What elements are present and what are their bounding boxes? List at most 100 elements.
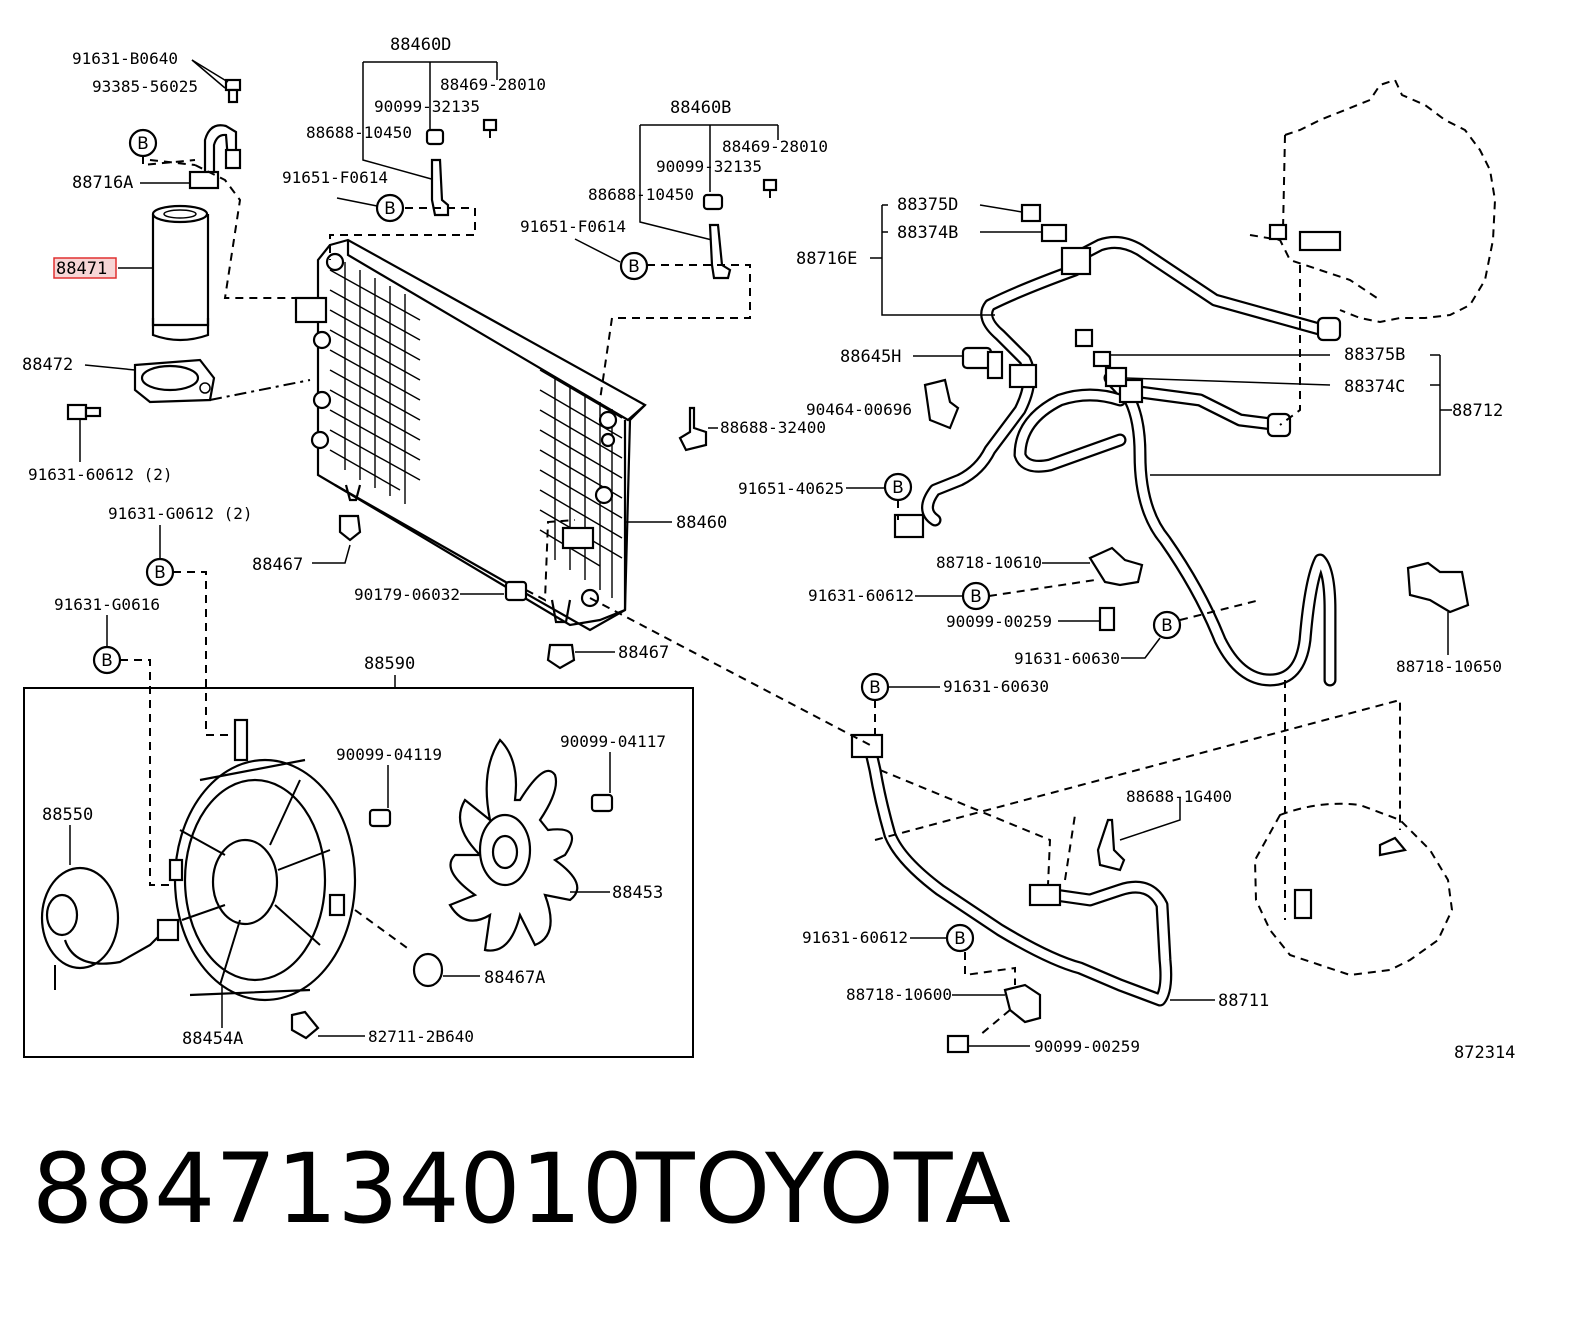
clip-88688-32400[interactable] <box>678 406 708 452</box>
connector-clip-icon <box>290 1010 320 1040</box>
compressor-outline <box>1249 78 1497 426</box>
discharge-hose-88711[interactable] <box>850 733 1173 1007</box>
part-label: 88550 <box>42 805 93 825</box>
fan-motor-88550[interactable] <box>40 866 180 990</box>
callout-b: B <box>619 251 649 281</box>
part-label: 88374B <box>897 223 958 243</box>
part-label: 90179-06032 <box>354 585 460 604</box>
part-label: 90099-00259 <box>1034 1037 1140 1056</box>
part-label: 91651-F0614 <box>282 168 388 187</box>
part-label: 88453 <box>612 883 663 903</box>
receiver-holder[interactable] <box>133 358 216 404</box>
part-label: 88716E <box>796 249 857 269</box>
part-label: 93385-56025 <box>92 77 198 96</box>
pressure-switch-88645h[interactable] <box>961 346 1004 380</box>
receiver-dryer-group <box>66 59 311 462</box>
part-label: 88460B <box>670 98 731 118</box>
part-label: 88374C <box>1344 377 1405 397</box>
callout-b: B <box>92 645 122 675</box>
part-label: 88718-10610 <box>936 553 1042 572</box>
fan-blade-88453[interactable] <box>448 738 579 952</box>
part-label: 88454A <box>182 1029 243 1049</box>
bolt-icon <box>368 808 392 828</box>
callout-b: B <box>1152 610 1182 640</box>
part-label: 88718-10600 <box>846 985 952 1004</box>
svg-text:B: B <box>137 134 149 154</box>
part-label: 88718-10650 <box>1396 657 1502 676</box>
bracket-group-88460b <box>599 124 779 401</box>
clamp-icon <box>923 378 960 430</box>
part-label: 90464-00696 <box>806 400 912 419</box>
part-label: 91631-60612 <box>808 586 914 605</box>
part-label: 88469-28010 <box>722 137 828 156</box>
bolt-icon <box>224 78 242 104</box>
bolt-icon <box>1098 606 1116 632</box>
part-label: 82711-2B640 <box>368 1027 474 1046</box>
ac-suction-hose-88712[interactable] <box>893 235 1342 687</box>
part-label: 88716A <box>72 173 133 193</box>
part-label: 91631-G0616 <box>54 595 160 614</box>
callout-b: B <box>961 581 991 611</box>
part-label: 88712 <box>1452 401 1503 421</box>
svg-text:B: B <box>384 199 396 219</box>
svg-text:B: B <box>954 929 966 949</box>
part-label: 90099-32135 <box>656 157 762 176</box>
svg-text:B: B <box>1161 616 1173 636</box>
part-label: 88688-1G400 <box>1126 787 1232 806</box>
callout-b: B <box>883 472 913 502</box>
part-label: 88711 <box>1218 991 1269 1011</box>
clamp-icon <box>1088 546 1144 587</box>
bracket-group-88460d <box>329 61 498 260</box>
callout-b: B <box>945 923 975 953</box>
svg-text:B: B <box>892 478 904 498</box>
cushion-icon <box>546 643 576 670</box>
svg-text:B: B <box>628 257 640 277</box>
part-label: 91651-40625 <box>738 479 844 498</box>
part-label: 88688-10450 <box>588 185 694 204</box>
part-label: 88469-28010 <box>440 75 546 94</box>
bolt-icon <box>66 403 102 421</box>
condenser-core[interactable] <box>294 238 647 632</box>
svg-text:B: B <box>154 563 166 583</box>
cushion-icon <box>412 952 444 988</box>
part-label: 91631-60630 <box>943 677 1049 696</box>
footer-brand: TOYOTA <box>635 1133 1011 1245</box>
svg-text:B: B <box>970 587 982 607</box>
part-label: 88472 <box>22 355 73 375</box>
clamp-icon <box>1406 561 1470 614</box>
part-label: 88460D <box>390 35 451 55</box>
part-labels: 91631-B0640 93385-56025 88716A 88471 884… <box>22 35 1515 1063</box>
compressor-outline <box>1253 802 1454 977</box>
bolt-icon <box>590 793 614 813</box>
part-label: 88467 <box>252 555 303 575</box>
part-label: 88590 <box>364 654 415 674</box>
part-label: 88467A <box>484 968 545 988</box>
callout-b: B <box>145 557 175 587</box>
part-label: 91631-60612 <box>802 928 908 947</box>
part-label: 88460 <box>676 513 727 533</box>
part-label: 88467 <box>618 643 669 663</box>
footer-part-number: 8847134010 <box>32 1133 643 1245</box>
svg-text:B: B <box>101 651 113 671</box>
o-ring-fitting-icon <box>1020 203 1068 243</box>
part-label: 88645H <box>840 347 901 367</box>
callout-b: B <box>375 193 405 223</box>
receiver-dryer-cylinder[interactable] <box>151 204 210 342</box>
part-label: 91631-B0640 <box>72 49 178 68</box>
part-label: 91631-G0612 (2) <box>108 504 253 523</box>
fan-shroud-88454a[interactable] <box>168 718 357 1002</box>
clamp-icon <box>1003 983 1042 1024</box>
bolt-icon <box>946 1034 970 1054</box>
cushion-icon <box>338 514 362 542</box>
o-ring-fitting-icon <box>1074 328 1128 388</box>
clip-88688-1g400[interactable] <box>1096 818 1126 872</box>
callout-b: B <box>128 128 158 158</box>
svg-text:B: B <box>869 678 881 698</box>
part-label-highlighted: 88471 <box>56 259 107 279</box>
callout-b: B <box>860 672 890 702</box>
part-label: 90099-04117 <box>560 732 666 751</box>
part-label: 91631-60612 (2) <box>28 465 173 484</box>
part-label: 88688-32400 <box>720 418 826 437</box>
highlight-box <box>53 257 117 279</box>
fan-assembly-box <box>23 675 694 1058</box>
